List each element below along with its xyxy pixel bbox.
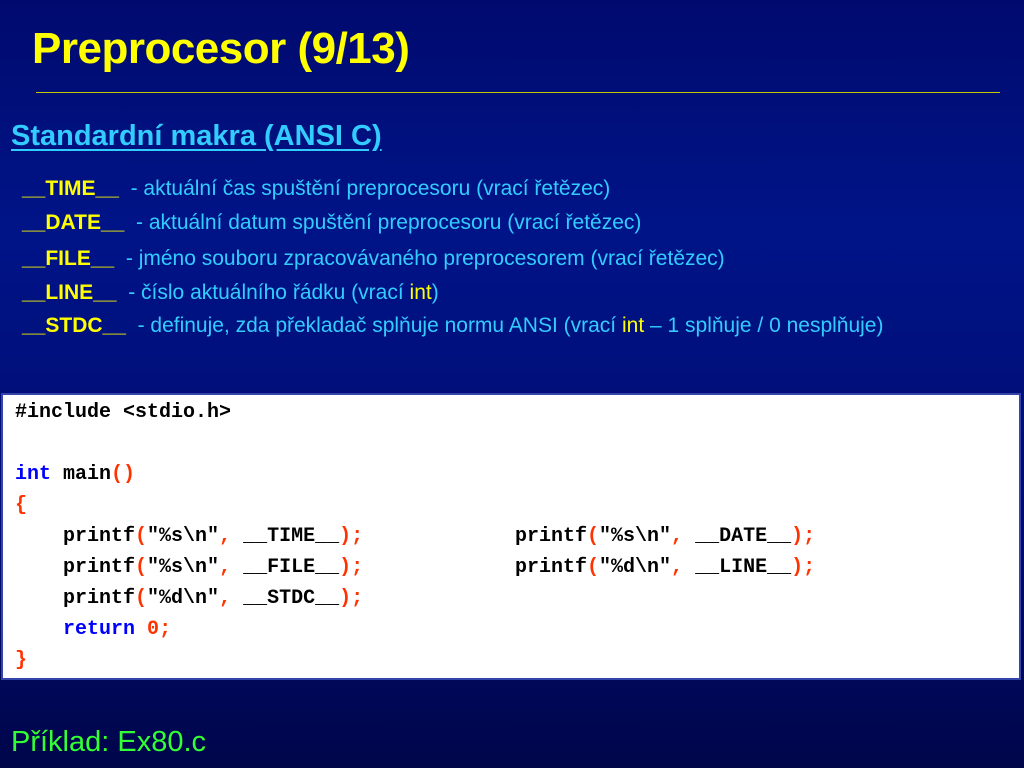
- macro-item-date: __DATE__ - aktuální datum spuštění prepr…: [22, 211, 641, 235]
- rparen-semi: );: [339, 587, 364, 610]
- macro-file: __FILE__: [243, 556, 340, 579]
- code-line-include: #include <stdio.h>: [15, 401, 231, 425]
- code-line-return: return 0;: [15, 618, 171, 642]
- lparen: (: [587, 525, 600, 548]
- rparen-semi: );: [791, 556, 816, 579]
- macro-time: __TIME__: [243, 525, 340, 548]
- code-line-printf-date: printf("%s\n", __DATE__);: [515, 525, 815, 549]
- rparen-semi: );: [791, 525, 816, 548]
- brace-close: }: [15, 649, 28, 672]
- lparen: (: [135, 525, 148, 548]
- format-string: "%s\n": [147, 556, 220, 579]
- macro-description-end: ): [431, 281, 439, 304]
- printf-call: printf: [63, 525, 136, 548]
- code-line-printf-line: printf("%d\n", __LINE__);: [515, 556, 815, 580]
- keyword-int: int: [15, 463, 52, 486]
- type-keyword: int: [621, 314, 645, 337]
- macro-description: - definuje, zda překladač splňuje normu …: [137, 314, 622, 337]
- macro-name: __TIME__: [22, 177, 119, 200]
- macro-description-end: – 1 splňuje / 0 nesplňuje): [644, 314, 884, 337]
- code-line-brace-open: {: [15, 494, 27, 518]
- format-string: "%s\n": [599, 525, 672, 548]
- macro-stdc: __STDC__: [243, 587, 340, 610]
- brace-open: {: [15, 494, 28, 517]
- macro-description: - jméno souboru zpracovávaného preproces…: [125, 247, 725, 270]
- comma: ,: [219, 556, 244, 579]
- return-value: 0: [147, 618, 160, 641]
- macro-description: - aktuální datum spuštění preprocesoru (…: [136, 211, 642, 234]
- printf-call: printf: [63, 587, 136, 610]
- lparen: (: [587, 556, 600, 579]
- printf-call: printf: [515, 556, 588, 579]
- macro-description: - aktuální čas spuštění preprocesoru (vr…: [130, 177, 611, 200]
- code-line-brace-close: }: [15, 649, 27, 673]
- include-directive: #include <stdio.h>: [15, 401, 232, 424]
- comma: ,: [219, 525, 244, 548]
- macro-description: - číslo aktuálního řádku (vrací: [128, 281, 410, 304]
- macro-name: __DATE__: [22, 211, 125, 234]
- title-divider: [36, 92, 1000, 93]
- macro-date: __DATE__: [695, 525, 792, 548]
- macro-item-time: __TIME__ - aktuální čas spuštění preproc…: [22, 177, 610, 201]
- slide-title: Preprocesor (9/13): [32, 24, 410, 73]
- macro-name: __STDC__: [22, 314, 126, 337]
- rparen-semi: );: [339, 556, 364, 579]
- comma: ,: [219, 587, 244, 610]
- macro-name: __LINE__: [22, 281, 117, 304]
- macro-item-stdc: __STDC__ - definuje, zda překladač splňu…: [22, 313, 1012, 338]
- code-listing: #include <stdio.h> int main() { printf("…: [1, 393, 1021, 680]
- macro-name: __FILE__: [22, 247, 115, 270]
- code-line-printf-stdc: printf("%d\n", __STDC__);: [15, 587, 363, 611]
- code-line-main: int main(): [15, 463, 135, 487]
- example-file-label: Příklad: Ex80.c: [11, 726, 207, 758]
- printf-call: printf: [63, 556, 136, 579]
- format-string: "%d\n": [599, 556, 672, 579]
- comma: ,: [671, 525, 696, 548]
- code-line-printf-file: printf("%s\n", __FILE__);: [15, 556, 363, 580]
- rparen-semi: );: [339, 525, 364, 548]
- code-line-printf-time: printf("%s\n", __TIME__);: [15, 525, 363, 549]
- type-keyword: int: [409, 281, 432, 304]
- semicolon: ;: [159, 618, 172, 641]
- printf-call: printf: [515, 525, 588, 548]
- format-string: "%s\n": [147, 525, 220, 548]
- macro-item-line: __LINE__ - číslo aktuálního řádku (vrací…: [22, 281, 439, 305]
- macro-item-file: __FILE__ - jméno souboru zpracovávaného …: [22, 247, 725, 271]
- format-string: "%d\n": [147, 587, 220, 610]
- macro-line: __LINE__: [695, 556, 792, 579]
- lparen: (: [135, 556, 148, 579]
- comma: ,: [671, 556, 696, 579]
- parens: (): [111, 463, 136, 486]
- section-heading: Standardní makra (ANSI C): [11, 120, 382, 152]
- main-identifier: main: [51, 463, 112, 486]
- lparen: (: [135, 587, 148, 610]
- keyword-return: return: [63, 618, 136, 641]
